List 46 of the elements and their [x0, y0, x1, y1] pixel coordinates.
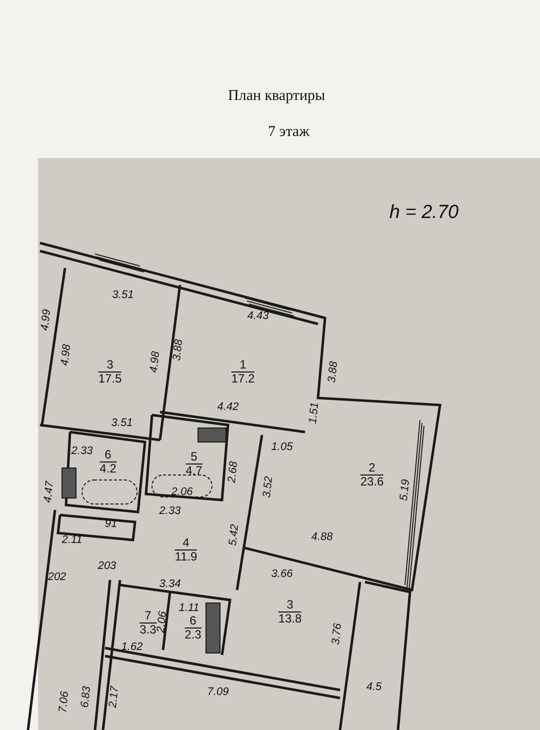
dimension-label: 4.47 [42, 480, 56, 504]
dimension-label: 4.98 [58, 344, 74, 366]
dimension-label: 4.99 [38, 308, 54, 332]
room-label: 4 11.9 [174, 536, 198, 564]
dimension-label: 2.33 [71, 445, 93, 457]
dimension-label: 2.06 [154, 610, 170, 634]
dimension-label: 3.52 [260, 476, 276, 498]
dimension-label: 4.42 [217, 401, 239, 413]
room-label: 3 17.5 [98, 358, 122, 386]
room-label: 3 13.8 [278, 598, 302, 626]
dimension-label: 1.11 [178, 602, 200, 614]
room-label: 2 23.6 [360, 462, 384, 488]
title: План квартиры [228, 88, 326, 105]
dimension-label: 7.09 [207, 686, 229, 698]
dimension-label: 3.34 [159, 578, 181, 590]
room-label: 1 17.2 [231, 358, 255, 386]
room-label: 5 4.7 [186, 450, 202, 478]
dimension-label: 3.88 [170, 338, 186, 362]
dimension-label: 2.17 [106, 686, 122, 708]
dimension-label: 3.76 [330, 622, 344, 646]
dimension-label: 4.88 [311, 531, 333, 543]
room-label: 6 2.3 [184, 614, 202, 642]
room-label: 6 4.2 [100, 448, 116, 476]
dimension-label: 4.43 [247, 310, 269, 322]
room-label: 7 3.3 [140, 610, 156, 636]
dimension-label: 1.51 [306, 402, 322, 424]
dimension-label: 3.88 [326, 360, 340, 384]
dimension-label: 3.66 [271, 568, 293, 580]
dimension-label: 6.83 [78, 686, 94, 708]
dimension-label: 3.51 [111, 417, 133, 429]
dimension-label: 2.11 [62, 534, 82, 546]
dimension-label: 4.98 [148, 350, 162, 374]
dimension-label: 7.06 [56, 690, 72, 714]
dimension-label: 2.68 [226, 460, 240, 484]
dimension-label: 5.42 [226, 524, 242, 546]
dimension-label: 5.19 [398, 478, 412, 502]
dimension-label: 203 [98, 560, 116, 572]
dimension-label: 3.51 [112, 289, 134, 301]
dimension-label: 91 [104, 518, 118, 530]
dimension-label: 1.05 [271, 441, 293, 453]
dimension-label: 4.5 [366, 681, 382, 693]
floor-label: 7 этаж [268, 124, 310, 141]
dimension-label: 2.06 [171, 486, 193, 498]
dimension-label: 202 [48, 571, 66, 583]
dimension-label: 1.62 [121, 641, 143, 653]
dimension-label: 2.33 [159, 505, 181, 517]
